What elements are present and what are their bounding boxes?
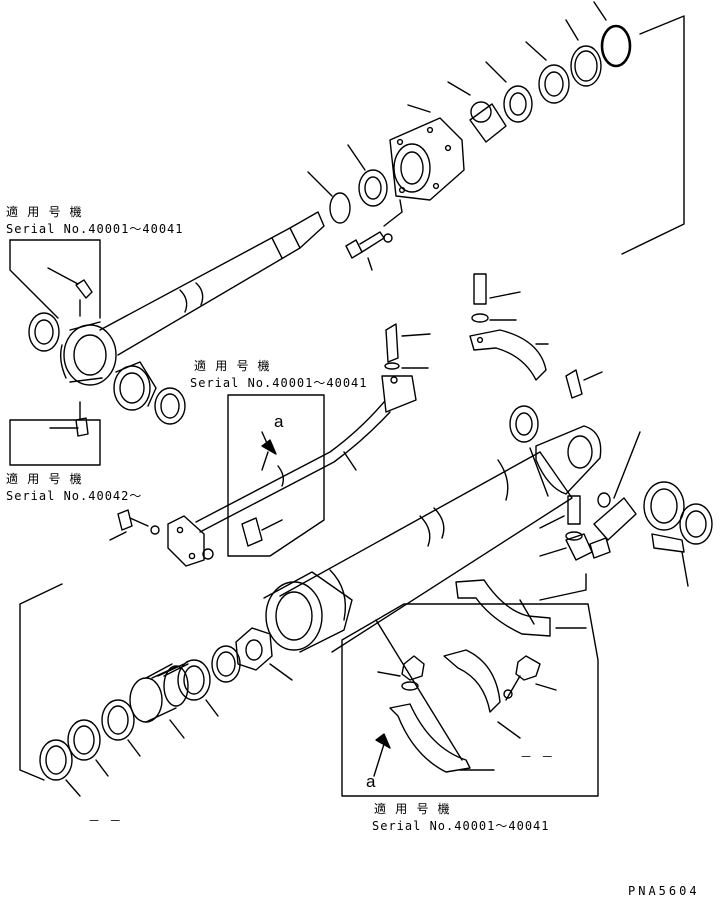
note-serial-top-left: Serial No.40001～40041: [6, 222, 184, 236]
bearing-ring: [526, 42, 569, 103]
piston-rod: [100, 212, 324, 355]
bracket-line-left: [20, 584, 62, 780]
note-box-clamp-detail: [342, 604, 598, 796]
tube-bolt-right: [652, 534, 688, 586]
piston-washer: [212, 646, 240, 682]
rod-end-eye: [61, 322, 116, 385]
pipe-flange: [168, 516, 213, 566]
note-serial-center: Serial No.40001～40041: [190, 376, 368, 390]
tube-end-seals: [598, 432, 712, 544]
detail-nut: [378, 656, 424, 690]
piston-body: [130, 664, 188, 738]
note-box-top-left: [10, 240, 100, 465]
cylinder-head: [390, 105, 464, 200]
tube-grease-fitting: [566, 370, 602, 398]
detail-arrow-upper: [262, 440, 276, 470]
note-serial-mid-left: Serial No.40042～: [6, 489, 143, 503]
note-heading-center: 適 用 号 機: [194, 359, 271, 373]
pipe-clamp-upper: [382, 324, 430, 412]
detail-arrow-lower: [374, 734, 390, 776]
o-ring-large: [594, 2, 630, 66]
buffer-ring: [486, 62, 532, 122]
piston-ring-3: [68, 720, 108, 776]
backup-ring: [566, 20, 601, 86]
bracket-line-upper: [622, 16, 684, 254]
note-heading-mid-left: 適 用 号 機: [6, 472, 83, 486]
detail-a-label-upper: a: [274, 412, 284, 431]
note-heading-bottom: 適 用 号 機: [374, 802, 451, 816]
tube-end-bushing: [510, 406, 538, 442]
dust-seal-left: [29, 313, 59, 351]
tube-end-eye: [530, 426, 601, 496]
flange-bolt: [110, 510, 159, 540]
pipe-fitting-small: [242, 518, 282, 546]
note-serial-bottom: Serial No.40001～40041: [372, 819, 550, 833]
piston-nut: [236, 628, 292, 680]
clamp-bolt-right: [472, 274, 520, 322]
detail-bolt: [504, 656, 556, 700]
bushing-pair: [114, 362, 185, 424]
tube-bottom-bore: [264, 570, 352, 652]
piston-ring-1: [178, 660, 218, 716]
tube-connector: [566, 498, 636, 560]
drawing-code: PNA5604: [628, 884, 700, 898]
tube-bolt-center: [540, 496, 582, 556]
note-heading-top-left: 適 用 号 機: [6, 205, 83, 219]
detail-clamp: [390, 650, 520, 772]
rod-seal-ring: [308, 172, 350, 223]
bracket-line-right: [540, 574, 586, 600]
tube-clamp-lower: [456, 580, 586, 636]
piston-ring-4: [40, 740, 80, 796]
dash-marks-left: － －: [88, 814, 123, 828]
detail-a-label-lower: a: [366, 772, 376, 791]
rod-packing: [348, 145, 387, 206]
head-bolt: [346, 200, 402, 270]
head-bushing: [448, 82, 506, 142]
grease-fitting-upper: [48, 268, 92, 316]
pipe-line: [196, 402, 390, 532]
pipe-clamp-right: [470, 330, 548, 380]
piston-ring-2: [102, 700, 140, 756]
dash-marks-right: － －: [520, 750, 555, 764]
grease-fitting-lower: [50, 402, 88, 436]
cylinder-tube: [280, 452, 572, 652]
